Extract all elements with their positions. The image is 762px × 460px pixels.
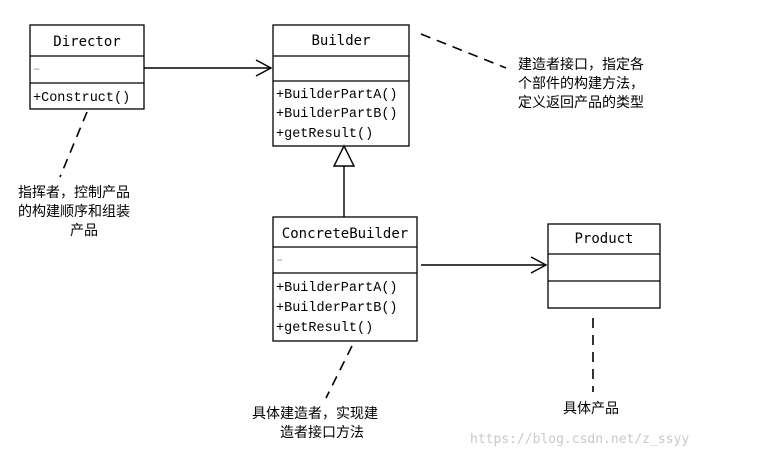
generalization-concrete-builder-builder: [332, 144, 356, 217]
note-builder: 建造者接口，指定各 个部件的构建方法， 定义返回产品的类型: [518, 56, 644, 111]
director-box: [29, 24, 145, 110]
note-connector-concrete-builder: [325, 345, 353, 399]
note-connector-director: [59, 111, 88, 178]
director-name: Director: [53, 34, 120, 50]
note-concrete-builder-line-1: 具体建造者，实现建: [252, 406, 378, 422]
class-concrete-builder: ConcreteBuilder – +BuilderPartA() +Build…: [272, 216, 418, 342]
note-concrete-builder-line-2: 造者接口方法: [280, 424, 364, 441]
note-product: 具体产品: [563, 401, 619, 417]
class-director: Director – +Construct(): [29, 24, 145, 110]
association-director-builder: [144, 59, 273, 77]
product-name: Product: [574, 231, 633, 247]
note-builder-line-3: 定义返回产品的类型: [518, 95, 644, 111]
note-connector-builder: [420, 33, 507, 69]
concrete-builder-operation-a: +BuilderPartA(): [276, 281, 398, 296]
product-box: [547, 223, 661, 309]
note-director-line-1: 指挥者，控制产品: [18, 185, 130, 201]
concrete-builder-attributes: –: [276, 253, 283, 267]
director-attributes: –: [33, 62, 40, 76]
concrete-builder-name: ConcreteBuilder: [282, 226, 408, 242]
note-director: 指挥者，控制产品 的构建顺序和组装 产品: [18, 185, 130, 239]
create-arrowhead: [530, 256, 548, 274]
note-builder-line-1: 建造者接口，指定各: [518, 56, 644, 73]
director-operation: +Construct(): [33, 91, 130, 106]
builder-operation-b: +BuilderPartB(): [276, 107, 398, 122]
builder-name: Builder: [311, 33, 370, 49]
watermark: https://blog.csdn.net/z_ssyy: [470, 432, 689, 447]
association-arrowhead: [255, 59, 273, 77]
association-concrete-builder-product: [421, 256, 548, 274]
generalization-triangle: [332, 144, 356, 167]
builder-operation-a: +BuilderPartA(): [276, 88, 398, 103]
note-director-line-3: 产品: [70, 223, 98, 239]
concrete-builder-operation-b: +BuilderPartB(): [276, 301, 398, 316]
concrete-builder-box: [272, 216, 418, 342]
class-builder: Builder +BuilderPartA() +BuilderPartB() …: [272, 24, 410, 147]
note-concrete-builder: 具体建造者，实现建 造者接口方法: [252, 406, 378, 441]
builder-box: [272, 24, 410, 147]
note-product-line-1: 具体产品: [563, 401, 619, 417]
note-builder-line-2: 个部件的构建方法，: [518, 76, 644, 92]
concrete-builder-operation-result: +getResult(): [276, 321, 373, 336]
class-product: Product: [547, 223, 661, 309]
note-director-line-2: 的构建顺序和组装: [18, 204, 130, 220]
builder-operation-result: +getResult(): [276, 127, 373, 142]
